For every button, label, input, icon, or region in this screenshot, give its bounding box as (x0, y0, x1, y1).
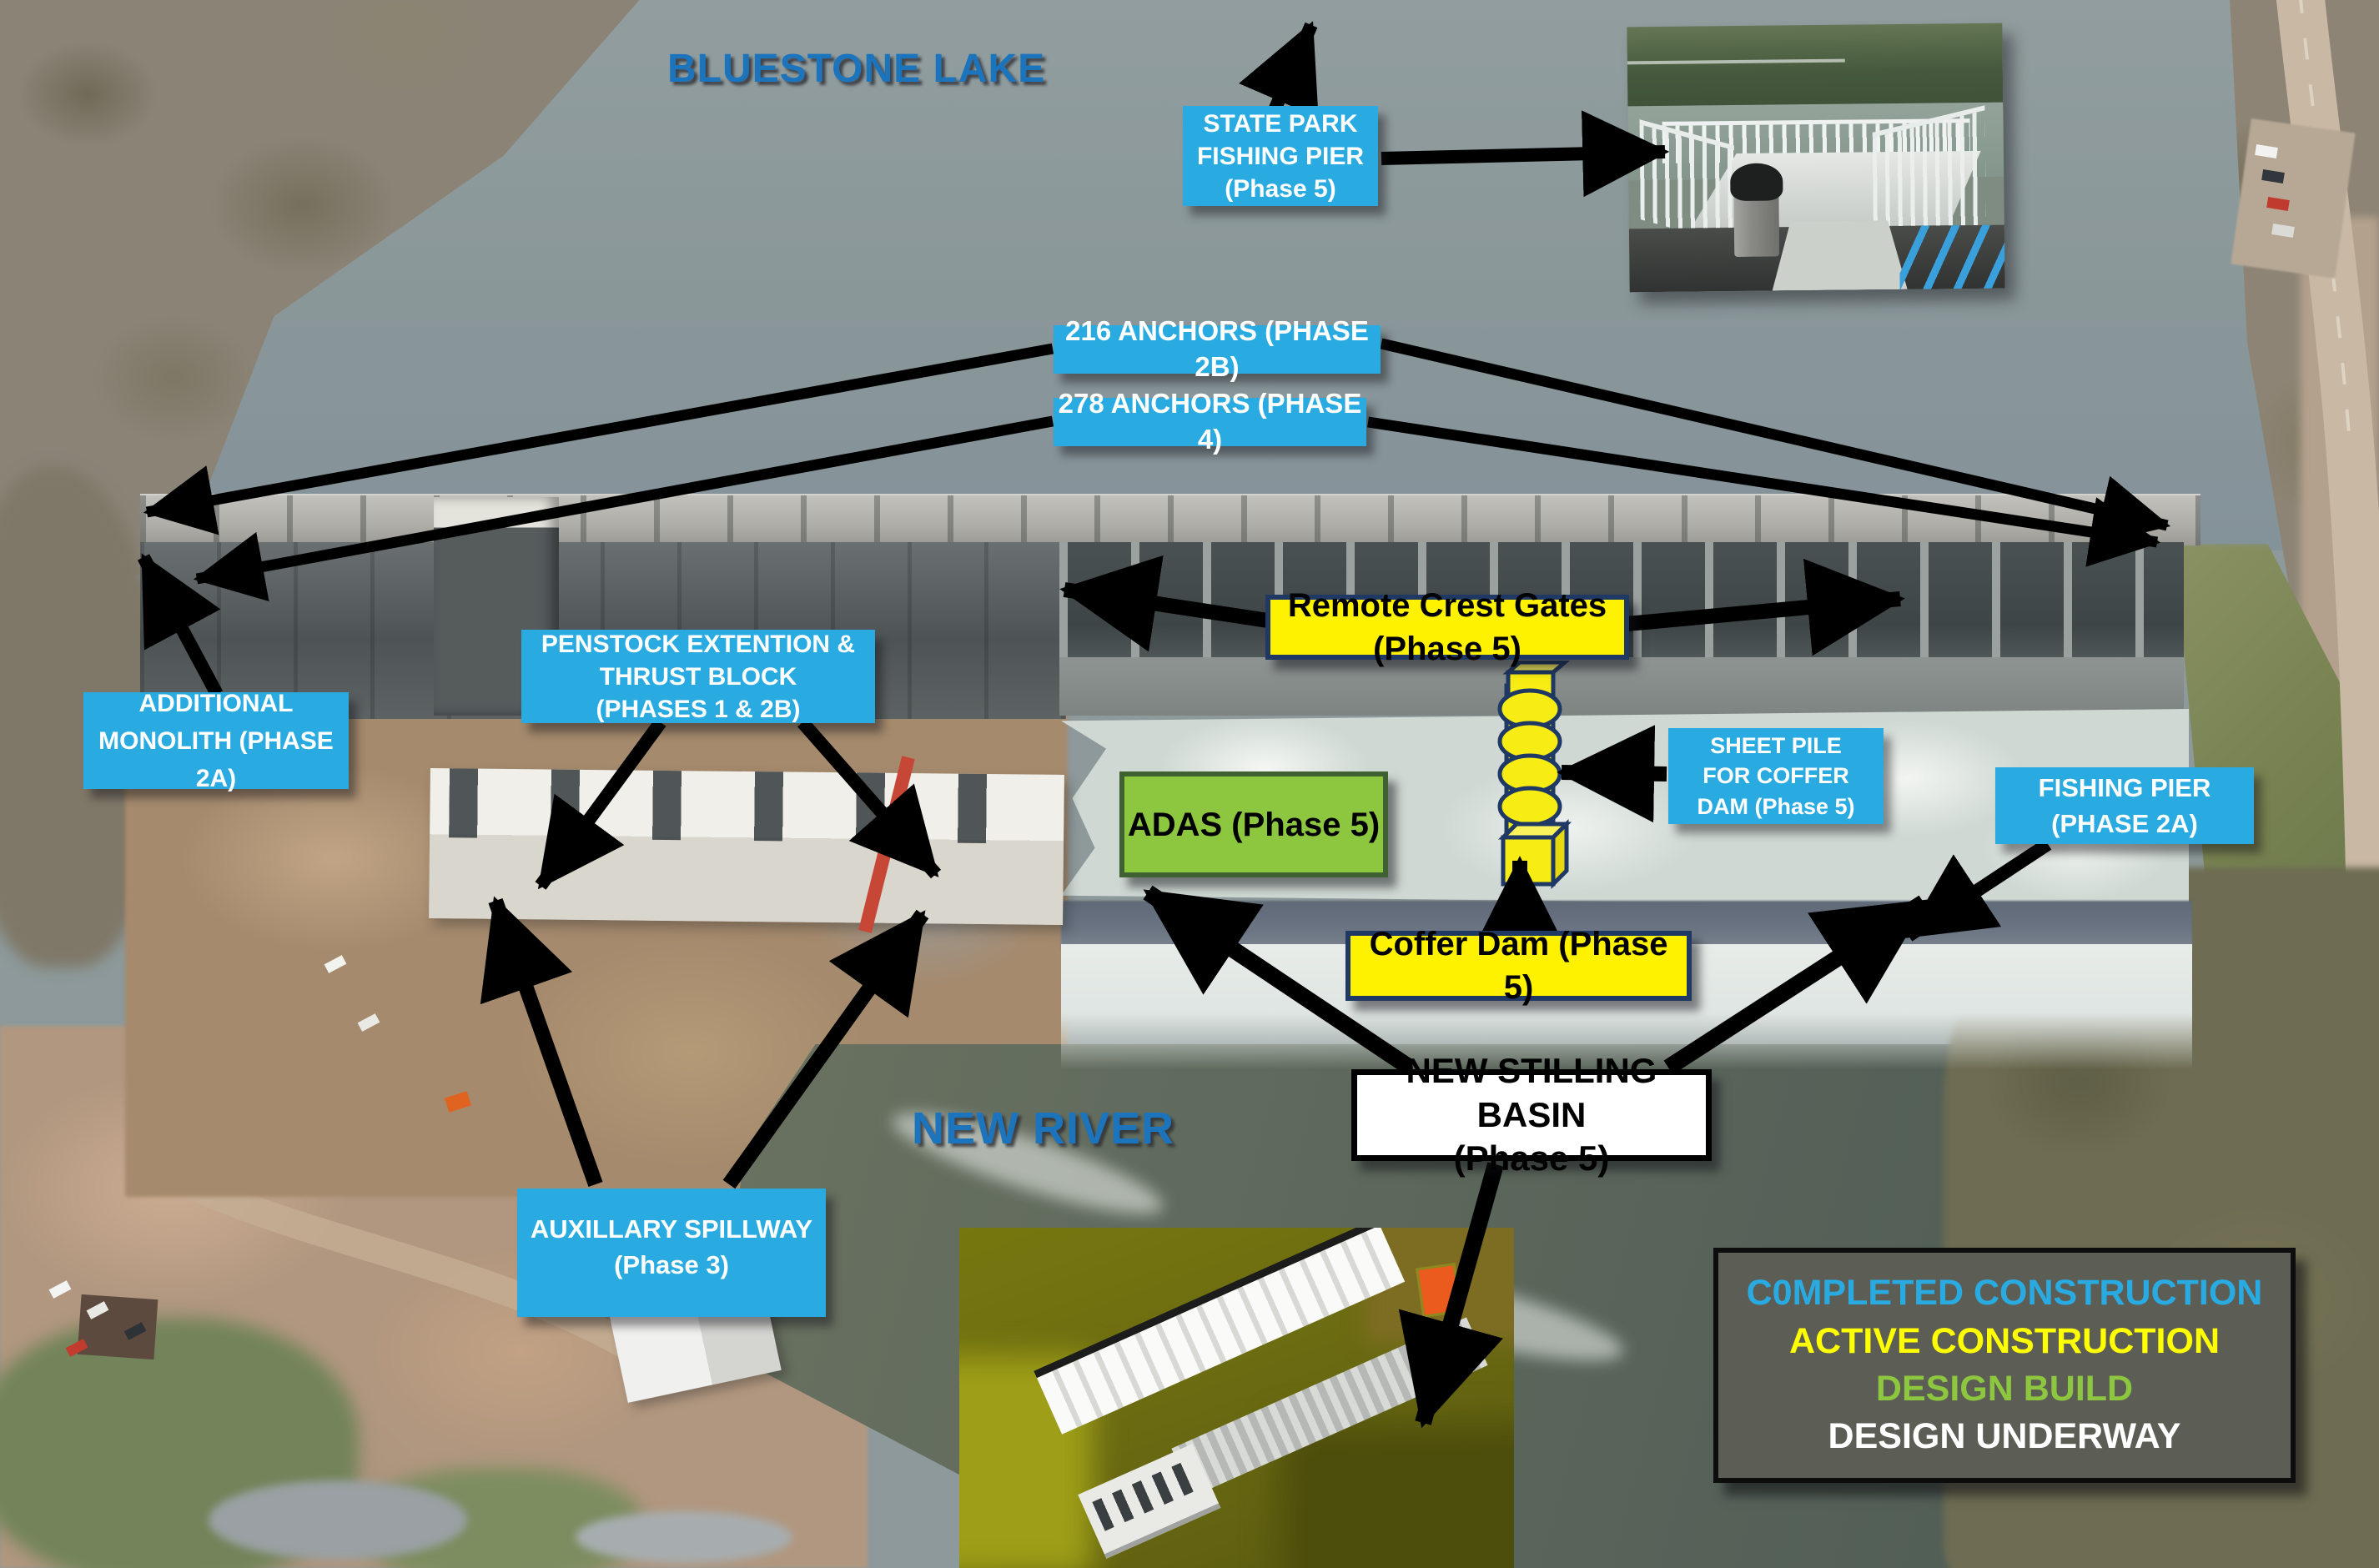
arrow-remote-crest-left (1059, 555, 1270, 652)
arrow-aux-spillway-left (480, 896, 603, 1187)
arrow-278-anchors-left (193, 415, 1054, 602)
label-additional-monolith: ADDITIONAL MONOLITH (PHASE 2A) (83, 690, 349, 792)
arrow-aux-spillway-right (722, 909, 929, 1189)
arrow-state-park-to-photo (1381, 110, 1670, 198)
label-new-stilling-basin: NEW STILLING BASIN (Phase 5) (1351, 1051, 1712, 1178)
label-fishing-pier: FISHING PIER (PHASE 2A) (1995, 767, 2254, 844)
label-coffer-dam: Coffer Dam (Phase 5) (1345, 926, 1692, 1006)
new-stilling-basin-3d-render (959, 1228, 1514, 1568)
label-278-anchors: 278 ANCHORS (PHASE 4) (1054, 388, 1366, 455)
gravel-pile (209, 1480, 467, 1560)
arrow-stilling-basin-right (1663, 895, 1929, 1075)
label-sheet-pile: SHEET PILE FOR COFFER DAM (Phase 5) (1668, 728, 1884, 824)
label-adas: ADAS (Phase 5) (1119, 771, 1388, 877)
render-terrain-dark (1280, 1425, 1514, 1568)
legend-design-underway: DESIGN UNDERWAY (1828, 1416, 2181, 1457)
legend-design-build: DESIGN BUILD (1875, 1369, 2134, 1409)
arrow-216-anchors-right (1380, 338, 2171, 545)
arrow-fishing-pier (1904, 838, 2052, 942)
arrow-penstock-right (797, 717, 942, 879)
legend: C0MPLETED CONSTRUCTION ACTIVE CONSTRUCTI… (1713, 1248, 2296, 1483)
arrow-stilling-basin-left (1143, 885, 1415, 1075)
label-216-anchors: 216 ANCHORS (PHASE 2B) (1054, 315, 1381, 382)
arrow-additional-monolith (137, 553, 224, 697)
road-centerline (2299, 0, 2351, 435)
river-title: NEW RIVER (912, 1103, 1175, 1153)
label-remote-crest-gates: Remote Crest Gates (Phase 5) (1265, 587, 1629, 667)
legend-completed-construction: C0MPLETED CONSTRUCTION (1746, 1273, 2263, 1314)
dam-spillway-apron (1059, 657, 2184, 716)
label-aux-spillway: AUXILLARY SPILLWAY (Phase 3) (517, 1189, 826, 1317)
arrow-sheet-pile (1557, 725, 1667, 823)
lake-title: BLUESTONE LAKE (667, 47, 1046, 91)
legend-active-construction: ACTIVE CONSTRUCTION (1789, 1320, 2220, 1361)
gravel-pile (576, 1511, 792, 1563)
arrow-state-park-up (1239, 21, 1319, 118)
arrow-216-anchors-left (143, 343, 1054, 535)
label-penstock-extension: PENSTOCK EXTENTION & THRUST BLOCK (PHASE… (521, 630, 875, 723)
arrow-penstock-left (535, 718, 666, 890)
label-state-park-fishing-pier: STATE PARK FISHING PIER (Phase 5) (1183, 106, 1378, 206)
arrow-remote-crest-right (1626, 558, 1905, 656)
arrow-278-anchors-right (1367, 416, 2161, 567)
arrow-stilling-basin-to-render (1398, 1162, 1504, 1429)
